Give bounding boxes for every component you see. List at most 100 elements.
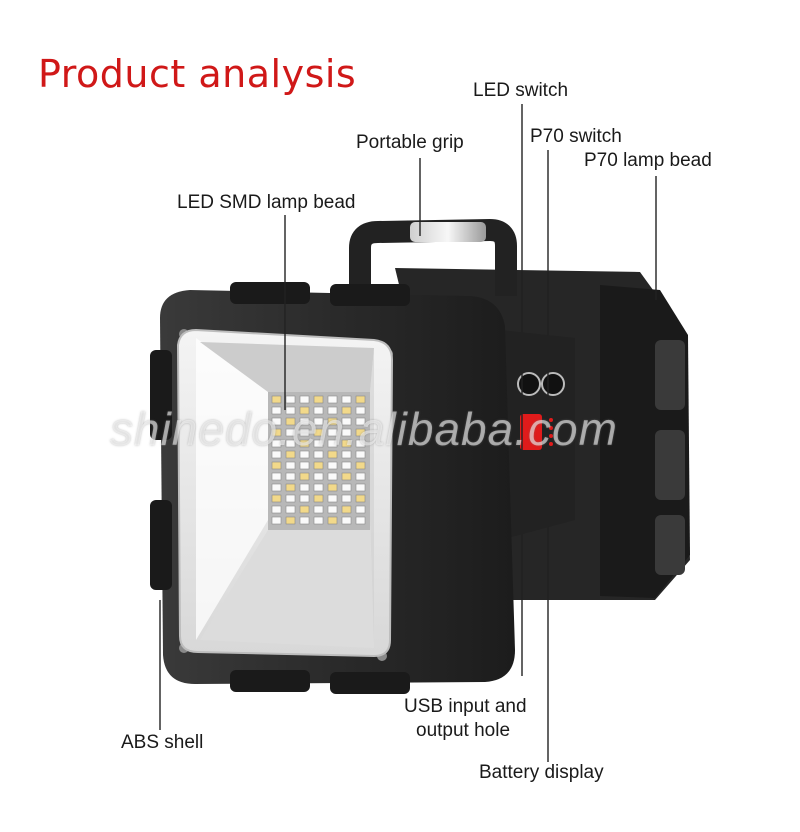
label-usb-line1: USB input and xyxy=(404,696,527,717)
led-chip xyxy=(271,395,282,404)
led-chip xyxy=(271,439,282,448)
led-chip xyxy=(271,450,282,459)
led-chip xyxy=(327,472,338,481)
led-chip xyxy=(355,450,366,459)
led-chip xyxy=(271,406,282,415)
led-chip xyxy=(313,516,324,525)
led-chip xyxy=(285,417,296,426)
led-chip xyxy=(341,505,352,514)
led-chip xyxy=(299,472,310,481)
led-chip xyxy=(313,439,324,448)
led-chip xyxy=(313,505,324,514)
led-chip xyxy=(355,395,366,404)
led-switch-button xyxy=(517,372,541,396)
led-chip xyxy=(285,428,296,437)
led-chip xyxy=(271,428,282,437)
pointer-lines xyxy=(159,104,657,762)
label-portable-grip: Portable grip xyxy=(356,132,464,153)
led-chip xyxy=(355,439,366,448)
led-chip xyxy=(313,395,324,404)
control-panel xyxy=(500,330,575,540)
led-chip xyxy=(327,428,338,437)
led-chip xyxy=(299,494,310,503)
led-chip xyxy=(327,417,338,426)
led-chip xyxy=(285,461,296,470)
led-chip xyxy=(299,450,310,459)
led-chip xyxy=(285,505,296,514)
led-chip xyxy=(341,494,352,503)
led-chip xyxy=(299,417,310,426)
p70-switch-button xyxy=(541,372,565,396)
led-chip xyxy=(313,417,324,426)
led-chip xyxy=(341,461,352,470)
led-chip xyxy=(285,395,296,404)
led-chip xyxy=(341,428,352,437)
led-chip xyxy=(355,461,366,470)
led-chip xyxy=(341,516,352,525)
led-chip xyxy=(341,483,352,492)
led-chip xyxy=(327,406,338,415)
label-battery-display: Battery display xyxy=(479,762,604,783)
led-chip xyxy=(327,461,338,470)
led-chip xyxy=(327,439,338,448)
led-chip xyxy=(285,483,296,492)
led-chip xyxy=(285,450,296,459)
led-smd-array xyxy=(268,392,370,530)
led-chip xyxy=(299,461,310,470)
led-chip xyxy=(271,472,282,481)
led-chip xyxy=(341,417,352,426)
led-chip xyxy=(355,472,366,481)
led-chip xyxy=(355,417,366,426)
led-chip xyxy=(299,428,310,437)
led-chip xyxy=(313,406,324,415)
led-chip xyxy=(313,450,324,459)
led-chip xyxy=(285,472,296,481)
led-chip xyxy=(355,494,366,503)
led-chip xyxy=(299,505,310,514)
page-title: Product analysis xyxy=(38,52,357,96)
label-p70-switch: P70 switch xyxy=(530,126,622,147)
led-chip xyxy=(341,395,352,404)
led-chip xyxy=(313,494,324,503)
label-led-smd-lamp-bead: LED SMD lamp bead xyxy=(177,192,356,213)
led-chip xyxy=(341,439,352,448)
led-chip xyxy=(327,483,338,492)
led-chip xyxy=(285,494,296,503)
led-chip xyxy=(313,428,324,437)
led-chip xyxy=(299,516,310,525)
led-chip xyxy=(355,428,366,437)
led-chip xyxy=(271,494,282,503)
portable-grip xyxy=(349,219,517,300)
led-chip xyxy=(285,516,296,525)
led-chip xyxy=(327,516,338,525)
led-chip xyxy=(299,439,310,448)
watermark: shinedo.en.alibaba.com xyxy=(110,403,618,455)
led-chip xyxy=(271,483,282,492)
led-chip xyxy=(355,505,366,514)
label-usb-line2: output hole xyxy=(416,720,511,741)
led-chip xyxy=(341,450,352,459)
led-chip xyxy=(327,395,338,404)
led-chip xyxy=(327,494,338,503)
led-chip xyxy=(285,439,296,448)
led-chip xyxy=(271,417,282,426)
led-chip xyxy=(285,406,296,415)
label-abs-shell: ABS shell xyxy=(121,732,204,753)
led-chip xyxy=(355,516,366,525)
led-chip xyxy=(313,483,324,492)
led-chip xyxy=(271,516,282,525)
led-chip xyxy=(299,395,310,404)
led-chip xyxy=(341,406,352,415)
label-p70-lamp-bead: P70 lamp bead xyxy=(584,150,712,171)
led-chip xyxy=(341,472,352,481)
led-chip xyxy=(299,483,310,492)
led-chip xyxy=(299,406,310,415)
led-chip xyxy=(327,505,338,514)
label-usb-hole: USB input and output hole xyxy=(404,695,527,743)
led-chip xyxy=(313,461,324,470)
led-chip xyxy=(355,406,366,415)
led-chip xyxy=(271,461,282,470)
battery-display-indicator xyxy=(520,414,542,450)
